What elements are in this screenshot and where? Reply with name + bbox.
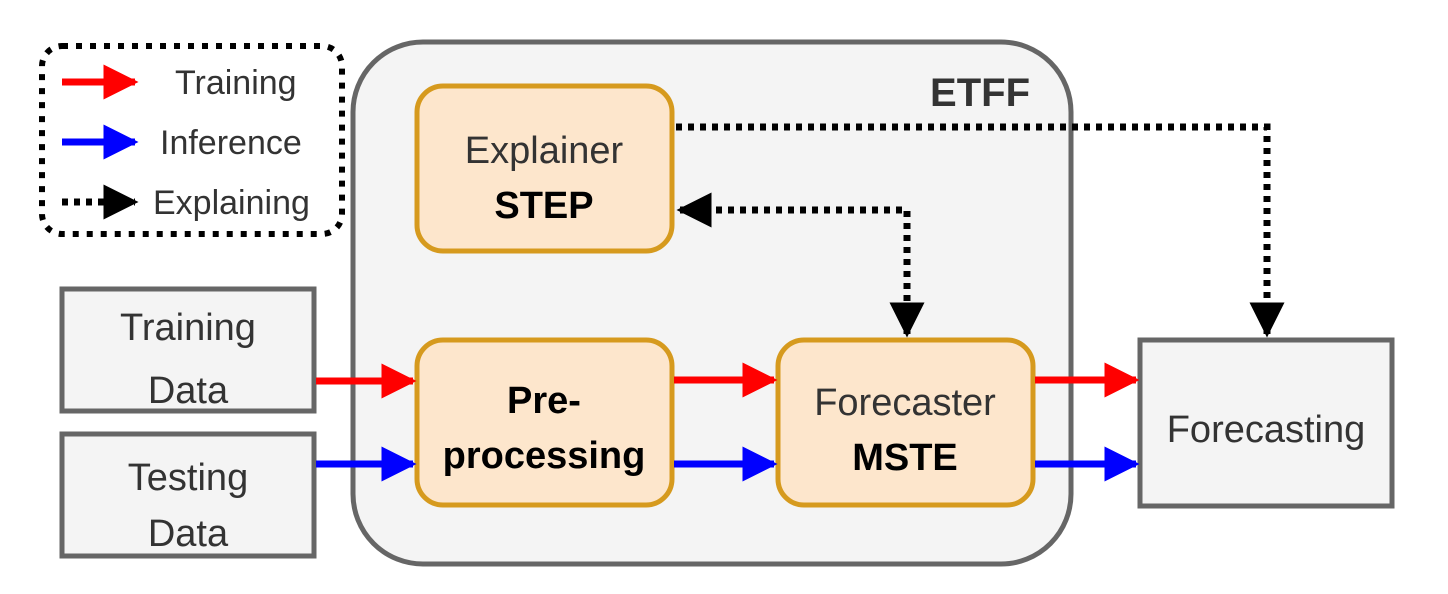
testing-data-label-line1: Testing [128,457,248,499]
explainer-box-border [414,83,675,254]
explainer-model-label: STEP [494,185,593,227]
preprocessing-box[interactable]: Pre- processing [414,337,675,508]
forecaster-box-border [775,337,1036,508]
explainer-forecaster-bidirectional-arrow [676,192,925,338]
explainer-to-forecasting-arrow [676,123,1285,338]
training-data-box[interactable]: Training Data [59,286,317,414]
testing-data-border [59,431,317,559]
legend-inference-label: Inference [160,124,302,162]
testing-data-box[interactable]: Testing Data [59,431,317,559]
forecaster-label: Forecaster [814,382,996,424]
forecaster-model-label: MSTE [852,437,958,479]
forecasting-output-box[interactable]: Forecasting [1137,337,1395,509]
explainer-step-box[interactable]: Explainer STEP [414,83,675,254]
preprocessing-label-line2: processing [443,435,646,477]
training-data-label-line1: Training [120,307,256,349]
legend-training-label: Training [175,64,297,102]
training-data-border [59,286,317,414]
testing-data-label-line2: Data [148,513,229,555]
preprocessing-label-line1: Pre- [507,380,581,422]
legend-explaining-label: Explaining [153,184,310,222]
training-data-label-line2: Data [148,370,229,412]
forecasting-label: Forecasting [1167,409,1366,451]
forecaster-mste-box[interactable]: Forecaster MSTE [775,337,1036,508]
explainer-label: Explainer [465,130,624,172]
forecasting-box-border [1137,337,1395,509]
etff-title: ETFF [930,71,1030,115]
legend: Training Inference Explaining [39,43,345,237]
preprocessing-box-border [414,337,675,508]
